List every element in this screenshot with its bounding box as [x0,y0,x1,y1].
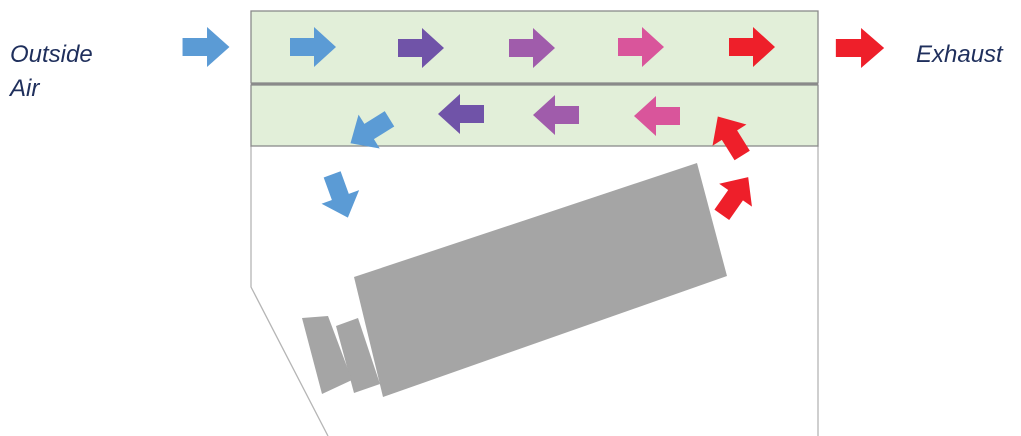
outside-air-intake-arrow-icon [182,27,230,67]
upflow-arrow-1-icon [705,165,765,227]
projector-lens-barrel [336,318,380,393]
projector-body [354,163,727,397]
enclosure [250,146,819,436]
outside-air-label-line2: Air [10,75,40,102]
projector-icon [302,163,727,397]
airflow-channels [250,10,819,147]
projector-lens-cap [302,316,352,394]
exhaust-label: Exhaust [916,41,1003,68]
downflow-arrow-2-icon [313,167,367,225]
outside-air-label-line1: Outside [10,41,93,68]
enclosure-left-wall [250,146,329,436]
exhaust-arrow-icon [835,28,885,68]
outside-air-label: Outside Air [10,38,93,106]
